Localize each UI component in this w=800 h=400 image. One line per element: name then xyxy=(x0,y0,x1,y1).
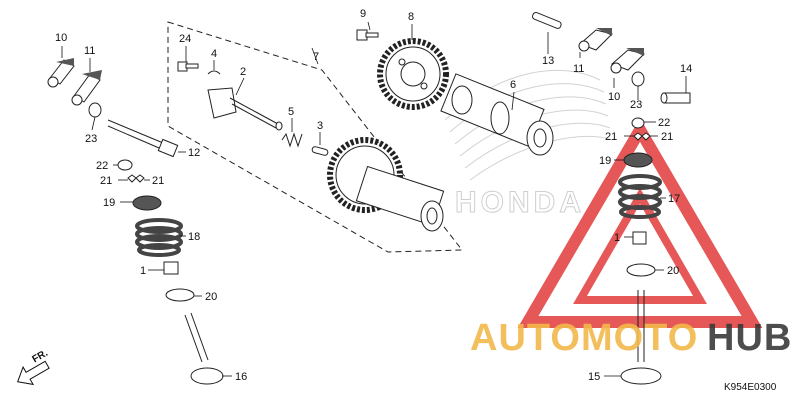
retainer-left-19 xyxy=(132,195,162,211)
spring-left-18 xyxy=(135,218,183,257)
washer-left-23 xyxy=(88,102,102,118)
cotter-left-21 xyxy=(127,174,145,183)
rocker-arm-left-10 xyxy=(47,58,75,88)
label-part-18: 18 xyxy=(188,231,200,243)
clip xyxy=(207,70,221,75)
label-part-7: 7 xyxy=(313,51,319,63)
label-part-3: 3 xyxy=(317,120,323,132)
rocker-arm-right-10 xyxy=(610,48,645,74)
part-number-labels: 9 8 24 4 2 7 5 3 6 13 10 11 23 12 22 21 … xyxy=(55,8,692,383)
front-label: FR. xyxy=(30,348,50,366)
front-arrow-icon xyxy=(17,360,50,386)
label-part-21-right-b: 21 xyxy=(661,131,673,143)
valve-right-15 xyxy=(620,290,662,385)
label-part-15: 15 xyxy=(588,371,600,383)
rocker-arm-shaft-13 xyxy=(531,12,562,29)
label-part-11-left: 11 xyxy=(84,45,95,57)
shop-watermark: AUTOMOTO HUB xyxy=(470,317,792,359)
label-part-6: 6 xyxy=(510,79,516,91)
label-part-11-right: 11 xyxy=(573,63,584,75)
label-part-1-right: 1 xyxy=(614,232,620,244)
decompressor-pin xyxy=(311,146,329,156)
camshaft-lower xyxy=(355,165,445,232)
triangle-watermark xyxy=(517,118,763,328)
label-part-22-left: 22 xyxy=(96,160,108,172)
bolt-12 xyxy=(107,119,179,158)
rocker-arm-right-11 xyxy=(578,28,613,52)
shim-left-22 xyxy=(117,159,133,171)
label-part-21-right-a: 21 xyxy=(605,131,617,143)
label-part-20-left: 20 xyxy=(205,291,217,303)
label-part-21-left-a: 21 xyxy=(100,175,112,187)
cam-sprocket xyxy=(377,38,449,110)
decompressor-spring xyxy=(281,132,303,148)
label-part-10-left: 10 xyxy=(55,32,67,44)
seat-left-20 xyxy=(165,288,195,302)
valve-left-16 xyxy=(184,312,224,385)
label-part-12: 12 xyxy=(188,147,200,159)
decompressor-shaft xyxy=(207,87,283,131)
bolt-14 xyxy=(660,92,691,104)
front-direction-indicator: FR. xyxy=(17,348,50,386)
label-part-5: 5 xyxy=(288,106,294,118)
label-part-24: 24 xyxy=(179,33,191,45)
label-part-8: 8 xyxy=(408,11,414,23)
seal-left-1 xyxy=(163,261,179,275)
seat-right-20 xyxy=(626,263,656,277)
label-part-23-left: 23 xyxy=(85,133,97,145)
label-part-23-right: 23 xyxy=(630,99,642,111)
label-part-22-right: 22 xyxy=(658,117,670,129)
label-part-20-right: 20 xyxy=(667,265,679,277)
camshaft-assembly-dashed-box xyxy=(167,21,464,253)
sprocket-bolt xyxy=(356,29,379,41)
retainer-right-19 xyxy=(623,152,653,168)
label-part-4: 4 xyxy=(211,48,217,60)
rocker-arm-left-11 xyxy=(71,70,102,106)
label-part-10-right: 10 xyxy=(608,91,620,103)
bolt-24 xyxy=(177,61,199,72)
label-part-1-left: 1 xyxy=(140,265,146,277)
label-part-19-right: 19 xyxy=(599,155,611,167)
label-part-13: 13 xyxy=(542,55,554,67)
label-part-19-left: 19 xyxy=(103,197,115,209)
washer-right-23 xyxy=(631,71,645,87)
label-part-17: 17 xyxy=(668,193,680,205)
spring-right-17 xyxy=(618,174,662,219)
seal-right-1 xyxy=(632,231,647,245)
label-part-9: 9 xyxy=(360,8,366,20)
label-part-14: 14 xyxy=(680,63,692,75)
diagram-code: K954E0300 xyxy=(724,382,777,393)
shop-watermark-left: AUTOMOTO xyxy=(470,317,698,359)
label-part-2: 2 xyxy=(240,66,246,78)
label-part-16: 16 xyxy=(235,371,247,383)
honda-watermark-text: HONDA xyxy=(455,186,585,219)
leader-lines xyxy=(61,21,687,377)
camshaft-upper xyxy=(440,73,554,156)
label-part-21-left-b: 21 xyxy=(152,175,164,187)
shop-watermark-right: HUB xyxy=(707,317,792,359)
shim-right-22 xyxy=(631,117,645,129)
